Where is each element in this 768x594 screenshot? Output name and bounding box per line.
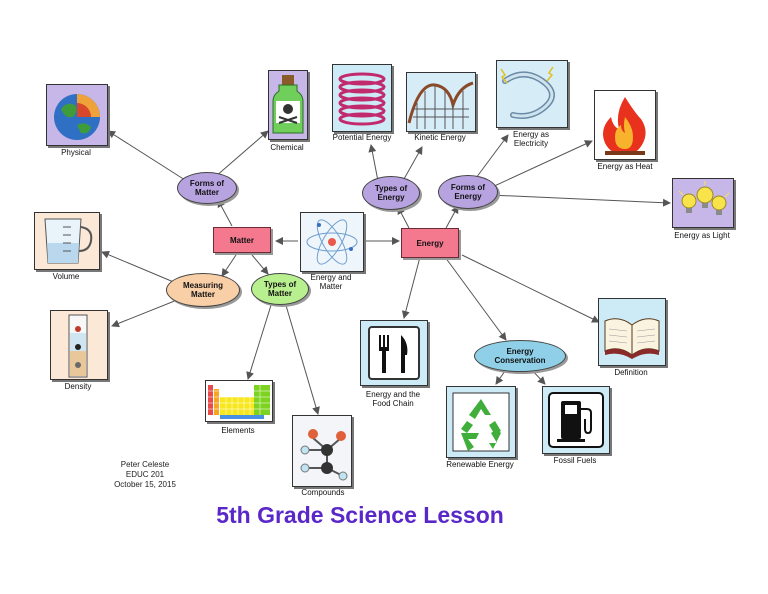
spring-icon: [332, 64, 392, 132]
atom-icon: [300, 212, 364, 272]
label-chemical: Chemical: [270, 143, 304, 152]
periodic-table-icon: [205, 380, 273, 422]
edge-matter-forms: [217, 199, 233, 227]
edge-energy-foodchain: [401, 256, 421, 319]
label-definition: Definition: [614, 368, 648, 377]
label-potential-energy: Potential Energy: [332, 133, 392, 142]
node-matter[interactable]: Matter: [213, 227, 271, 253]
book-icon: [598, 298, 666, 366]
node-energy[interactable]: Energy: [401, 228, 459, 258]
label-kinetic-energy: Kinetic Energy: [414, 133, 466, 142]
molecule-icon: [292, 415, 352, 487]
edge-forms-light: [489, 194, 671, 207]
recycle-icon: [446, 386, 516, 458]
label-fossil-fuels: Fossil Fuels: [553, 456, 597, 465]
label-renewable-energy: Renewable Energy: [446, 460, 514, 469]
roller-coaster-icon: [406, 72, 476, 132]
edge-types-kinetic: [403, 146, 423, 180]
edge-types-elements: [246, 301, 273, 380]
author-date: October 15, 2015: [114, 480, 176, 489]
label-density: Density: [64, 382, 92, 391]
label-energy-as-light: Energy as Light: [674, 231, 730, 240]
edge-matter-measuring: [221, 254, 237, 277]
edge-energy-types: [397, 206, 410, 229]
edge-forms-electricity: [475, 134, 509, 179]
light-bulbs-icon: [672, 178, 734, 228]
author-info: Peter Celeste EDUC 201 October 15, 2015: [100, 460, 190, 490]
edge-measuring-volume: [101, 251, 177, 284]
earth-icon: [46, 84, 108, 146]
label-volume: Volume: [52, 272, 80, 281]
page-title: 5th Grade Science Lesson: [216, 502, 504, 528]
edge-forms-chemical: [214, 130, 269, 178]
edge-energy-definition: [461, 254, 600, 323]
edge-energy-forms: [445, 205, 459, 229]
author-course: EDUC 201: [125, 470, 165, 479]
electric-eel-icon: [496, 60, 568, 128]
edge-energy-conservation: [444, 256, 507, 341]
label-compounds: Compounds: [301, 488, 345, 497]
edge-forms-heat: [489, 140, 593, 189]
edge-measuring-density: [111, 297, 183, 328]
gas-pump-icon: [542, 386, 610, 454]
author-name: Peter Celeste: [120, 460, 170, 469]
label-physical: Physical: [61, 148, 91, 157]
fire-icon: [594, 90, 656, 160]
fork-knife-icon: [360, 320, 428, 386]
label-energy-as-heat: Energy as Heat: [597, 162, 653, 171]
edge-types-compounds: [284, 301, 320, 415]
poison-bottle-icon: [268, 70, 308, 140]
label-elements: Elements: [221, 426, 255, 435]
measuring-cup-icon: [34, 212, 100, 270]
edge-matter-types: [251, 254, 269, 275]
density-column-icon: [50, 310, 108, 380]
edge-forms-physical: [107, 130, 186, 181]
edge-types-potential: [368, 144, 379, 182]
